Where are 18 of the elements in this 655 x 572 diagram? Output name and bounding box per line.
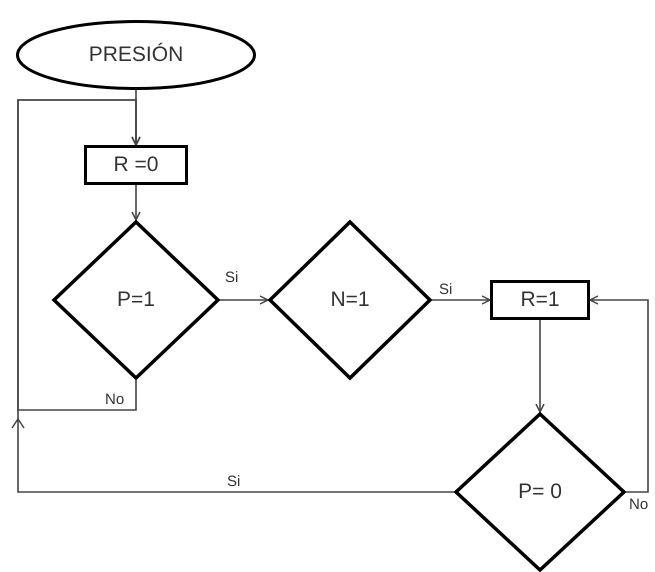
decision-diamond	[454, 412, 626, 572]
terminal-ellipse	[16, 20, 256, 90]
arrow	[131, 185, 141, 221]
node-label: P= 0	[518, 480, 562, 504]
process-box	[490, 280, 590, 320]
decision-diamond	[268, 220, 432, 380]
node-label: P=1	[117, 288, 155, 312]
process-box	[84, 145, 188, 185]
arrow	[432, 295, 491, 305]
node-label: R=1	[520, 288, 560, 312]
node-label: N=1	[330, 288, 370, 312]
node-label: PRESIÓN	[88, 43, 184, 67]
arrow	[220, 295, 269, 305]
arrow	[589, 295, 649, 493]
node-label: R =0	[114, 153, 158, 177]
arrow	[17, 99, 141, 411]
decision-diamond	[52, 220, 220, 380]
arrow	[535, 320, 545, 413]
